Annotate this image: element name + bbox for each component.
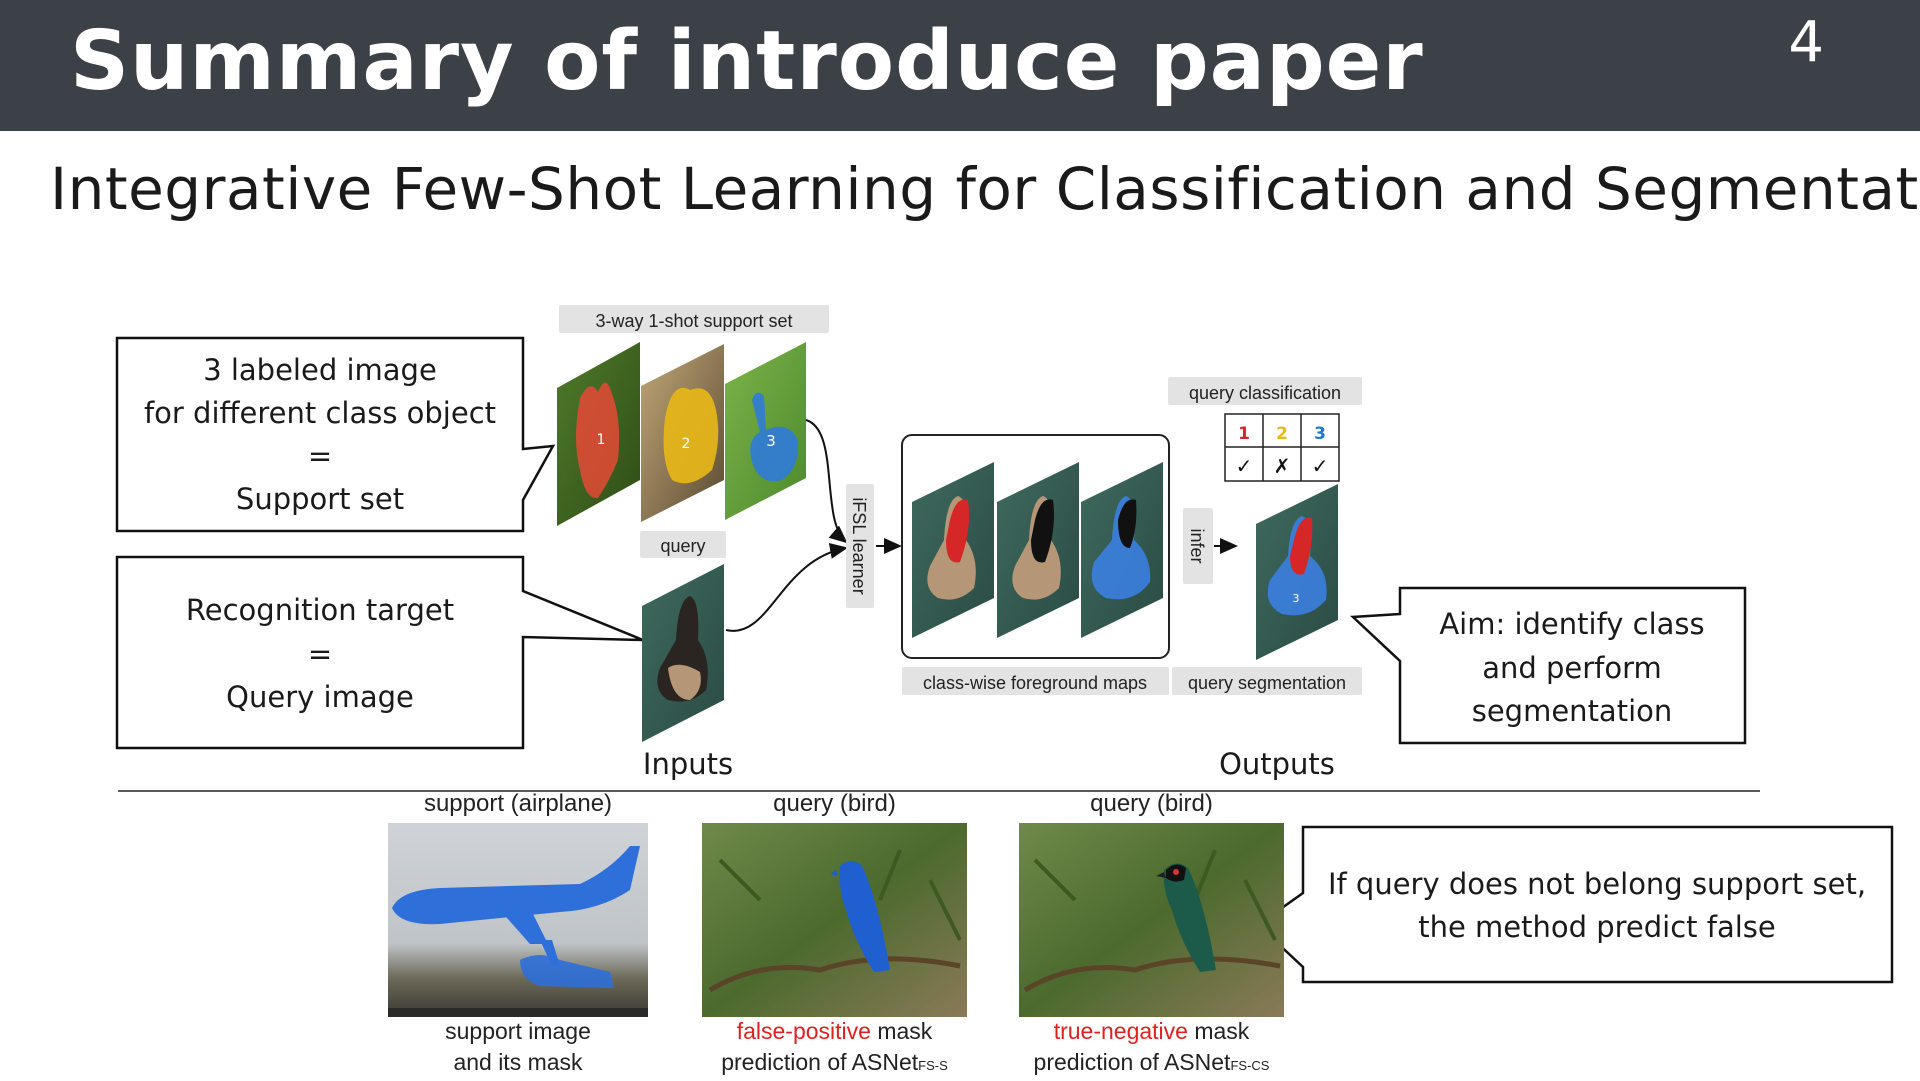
learner-tag-bg bbox=[846, 484, 874, 608]
svg-text:3: 3 bbox=[1293, 592, 1300, 605]
query-to-learner-arrow bbox=[725, 543, 848, 632]
support-set-tag-bg bbox=[559, 305, 829, 333]
support-number-1: 1 bbox=[597, 432, 606, 448]
example-2-title: query (bird) bbox=[773, 790, 896, 817]
infer-tag-bg bbox=[1183, 508, 1213, 584]
support-number-3: 3 bbox=[766, 432, 776, 450]
foreground-map-3 bbox=[1081, 462, 1163, 638]
class-mark-1: ✓ bbox=[1236, 454, 1253, 478]
example-3-highlight: true-negative bbox=[1053, 1018, 1188, 1044]
false-prediction-callout: If query does not belong support set, th… bbox=[1256, 825, 1894, 984]
example-2-caption-line2: prediction of ASNet bbox=[721, 1049, 919, 1075]
infer-tag: infer bbox=[1187, 528, 1207, 563]
support-to-learner-arrow bbox=[805, 419, 848, 544]
support-callout-line3: = bbox=[308, 439, 332, 473]
classification-table: 1 2 3 ✓ ✗ ✓ bbox=[1224, 413, 1340, 482]
example-3-caption-rest: mask bbox=[1187, 1018, 1250, 1044]
inputs-label: Inputs bbox=[643, 747, 733, 781]
example-2-caption-sub: FS-S bbox=[918, 1058, 948, 1073]
query-tag-bg bbox=[640, 531, 726, 558]
support-number-2: 2 bbox=[682, 436, 691, 452]
aim-callout: Aim: identify class and perform segmenta… bbox=[1350, 586, 1747, 745]
query-segmentation-tag-bg bbox=[1172, 667, 1362, 695]
foreground-map-1 bbox=[912, 462, 994, 638]
aim-callout-line3: segmentation bbox=[1472, 694, 1673, 728]
example-2-highlight: false-positive bbox=[736, 1018, 871, 1044]
support-callout-line2: for different class object bbox=[144, 396, 496, 430]
query-classification-tag: query classification bbox=[1189, 383, 1341, 403]
query-callout: Recognition target = Query image bbox=[115, 555, 644, 750]
foreground-maps-tag-bg bbox=[902, 667, 1169, 695]
support-image-2: 2 bbox=[641, 344, 724, 522]
false-callout-line2: the method predict false bbox=[1418, 910, 1776, 944]
class-mark-2: ✗ bbox=[1274, 454, 1291, 478]
example-2-caption: false-positive mask prediction of ASNetF… bbox=[672, 1016, 997, 1081]
class-mark-3: ✓ bbox=[1312, 454, 1329, 478]
learner-tag: iFSL learner bbox=[849, 497, 869, 594]
example-1-caption-line1: support image bbox=[445, 1018, 591, 1044]
foreground-maps-tag: class-wise foreground maps bbox=[923, 673, 1147, 693]
support-callout-line1: 3 labeled image bbox=[203, 353, 437, 387]
query-tag: query bbox=[660, 536, 705, 556]
example-3-title: query (bird) bbox=[1090, 790, 1213, 817]
slide-title: Summary of introduce paper bbox=[70, 14, 1424, 109]
class-header-2: 2 bbox=[1276, 424, 1288, 444]
class-header-3: 3 bbox=[1314, 424, 1326, 444]
example-1-caption-line2: and its mask bbox=[453, 1049, 583, 1075]
example-1-caption: support image and its mask bbox=[388, 1016, 648, 1078]
class-header-1: 1 bbox=[1238, 424, 1250, 444]
example-support-airplane-image bbox=[388, 823, 648, 1017]
support-set-callout: 3 labeled image for different class obje… bbox=[115, 336, 556, 533]
query-callout-line3: Query image bbox=[226, 680, 414, 714]
page-number: 4 bbox=[1788, 10, 1824, 75]
example-3-caption-line2: prediction of ASNet bbox=[1033, 1049, 1231, 1075]
aim-callout-line1: Aim: identify class bbox=[1439, 607, 1704, 641]
foreground-map-2 bbox=[997, 462, 1079, 638]
query-callout-line1: Recognition target bbox=[186, 593, 454, 627]
slide-header: Summary of introduce paper 4 bbox=[0, 0, 1920, 131]
support-set-tag: 3-way 1-shot support set bbox=[595, 311, 792, 331]
aim-callout-line2: and perform bbox=[1482, 651, 1662, 685]
example-2-caption-rest: mask bbox=[870, 1018, 933, 1044]
support-image-3: 3 bbox=[725, 342, 806, 520]
example-1-title: support (airplane) bbox=[423, 790, 613, 817]
support-callout-line4: Support set bbox=[236, 482, 404, 516]
query-classification-tag-bg bbox=[1168, 377, 1362, 405]
outputs-label: Outputs bbox=[1219, 747, 1335, 781]
example-query-bird-true-negative-image bbox=[1019, 823, 1284, 1017]
support-image-1: 1 bbox=[557, 342, 640, 526]
false-callout-line1: If query does not belong support set, bbox=[1328, 867, 1866, 901]
example-3-caption-sub: FS-CS bbox=[1230, 1058, 1270, 1073]
query-image bbox=[642, 564, 724, 742]
paper-title: Integrative Few-Shot Learning for Classi… bbox=[50, 155, 1920, 223]
query-segmentation-tag: query segmentation bbox=[1188, 673, 1346, 693]
output-segmentation-image: 3 bbox=[1256, 484, 1338, 660]
example-query-bird-false-positive-image bbox=[702, 823, 967, 1017]
query-callout-line2: = bbox=[308, 637, 332, 671]
example-3-caption: true-negative mask prediction of ASNetFS… bbox=[989, 1016, 1314, 1081]
